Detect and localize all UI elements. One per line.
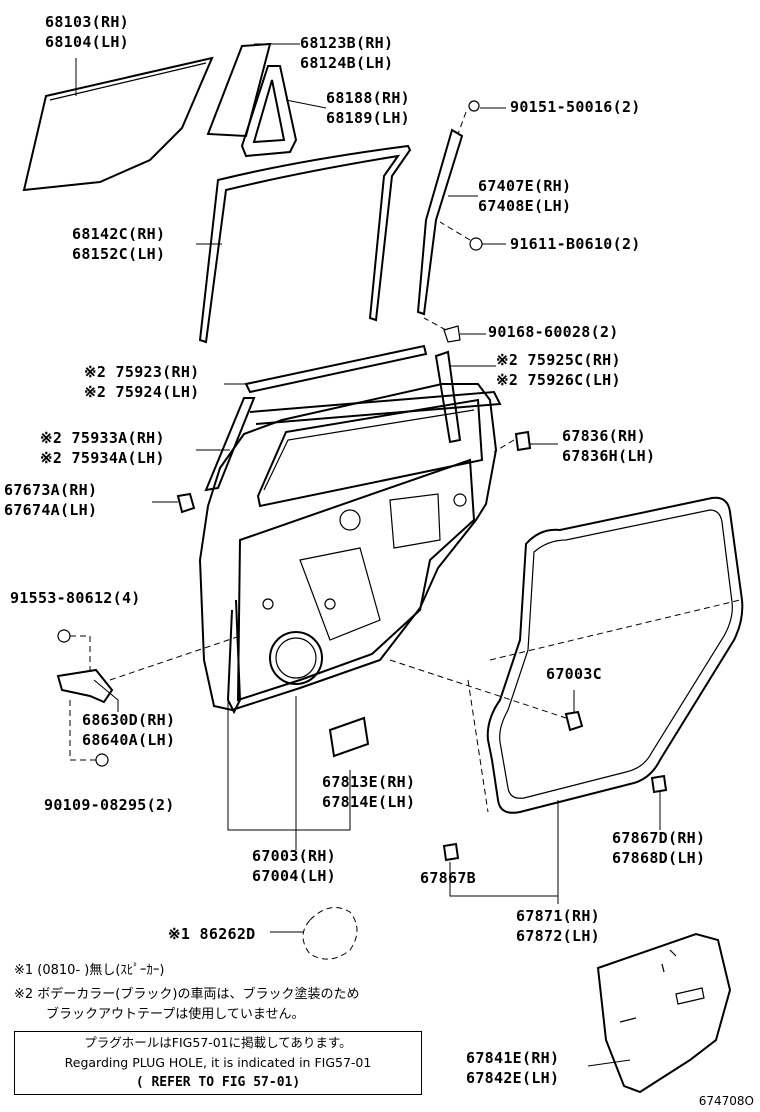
door-glass-drawing <box>22 56 214 192</box>
blackout-tape-75923 <box>244 344 428 394</box>
label-90151-50016: 90151-50016(2) <box>510 98 641 116</box>
note-2-line-1: ※2 ボデーカラー(ブラック)の車両は、ブラック塗装のため <box>14 987 360 1002</box>
clip-67867B <box>442 842 460 862</box>
label-68188: 68188(RH)68189(LH) <box>326 89 410 127</box>
clip-67673A <box>176 492 196 514</box>
plug-hole-refer: ( REFER TO FIG 57-01) <box>135 1075 301 1090</box>
note-1: ※1 (0810- )無し(ｽﾋﾟｰｶｰ) <box>14 963 165 978</box>
label-90109-08295: 90109-08295(2) <box>44 796 175 814</box>
figure-id: 674708O <box>698 1094 754 1108</box>
label-90168-60028: 90168-60028(2) <box>488 323 619 341</box>
label-67871: 67871(RH)67872(LH) <box>516 907 600 945</box>
label-67407E: 67407E(RH)67408E(LH) <box>478 177 572 215</box>
label-67867D: 67867D(RH)67868D(LH) <box>612 829 706 867</box>
label-75923: ※2 75923(RH)※2 75924(LH) <box>84 363 200 401</box>
screw-90168 <box>443 325 461 343</box>
label-91611-B0610: 91611-B0610(2) <box>510 235 641 253</box>
plug-hole-line-en: Regarding PLUG HOLE, it is indicated in … <box>64 1055 372 1070</box>
label-68103: 68103(RH)68104(LH) <box>45 13 129 51</box>
label-67867B: 67867B <box>420 869 476 887</box>
label-68142C: 68142C(RH)68152C(LH) <box>72 225 166 263</box>
door-panel-drawing <box>198 383 502 715</box>
bolt-91553 <box>57 629 71 643</box>
speaker-86262D <box>302 907 358 960</box>
weatherstrip-drawing <box>486 496 744 814</box>
label-91553-80612: 91553-80612(4) <box>10 589 141 607</box>
blackout-tape-75925C <box>434 350 462 444</box>
blackout-tape-75933A <box>204 397 256 492</box>
label-67836: 67836(RH)67836H(LH) <box>562 427 656 465</box>
clip-67867D <box>650 774 668 794</box>
hole-cover-drawing <box>328 716 370 758</box>
bolt-90109 <box>95 753 109 767</box>
label-67003C: 67003C <box>546 665 602 683</box>
label-67003: 67003(RH)67004(LH) <box>252 847 336 885</box>
label-67673A: 67673A(RH)67674A(LH) <box>4 481 98 519</box>
label-86262D: ※1 86262D <box>168 925 256 943</box>
label-75925C: ※2 75925C(RH)※2 75926C(LH) <box>496 351 621 389</box>
label-67813E: 67813E(RH)67814E(LH) <box>322 773 416 811</box>
door-trim-drawing <box>596 932 732 1094</box>
label-67841E: 67841E(RH)67842E(LH) <box>466 1049 560 1087</box>
note-2-line-2: ブラックアウトテープは使用していません。 <box>46 1007 305 1022</box>
leader-lines <box>75 43 661 1067</box>
glass-run-drawing <box>198 144 412 344</box>
label-75933A: ※2 75933A(RH)※2 75934A(LH) <box>40 429 165 467</box>
label-68630D: 68630D(RH)68640A(LH) <box>82 711 176 749</box>
plug-67003C <box>564 710 584 732</box>
clip-90151 <box>468 100 480 112</box>
grommet-67836 <box>514 430 532 452</box>
plug-hole-line-ja: プラグホールはFIG57-01に掲載してあります。 <box>84 1035 352 1050</box>
plug-hole-reference-box: プラグホールはFIG57-01に掲載してあります。 Regarding PLUG… <box>14 1031 422 1095</box>
door-check-drawing <box>56 668 114 704</box>
quarter-run-drawing <box>240 65 298 158</box>
screw-91611 <box>469 237 483 251</box>
frame-garnish-drawing <box>416 128 464 316</box>
label-68123B: 68123B(RH)68124B(LH) <box>300 34 394 72</box>
